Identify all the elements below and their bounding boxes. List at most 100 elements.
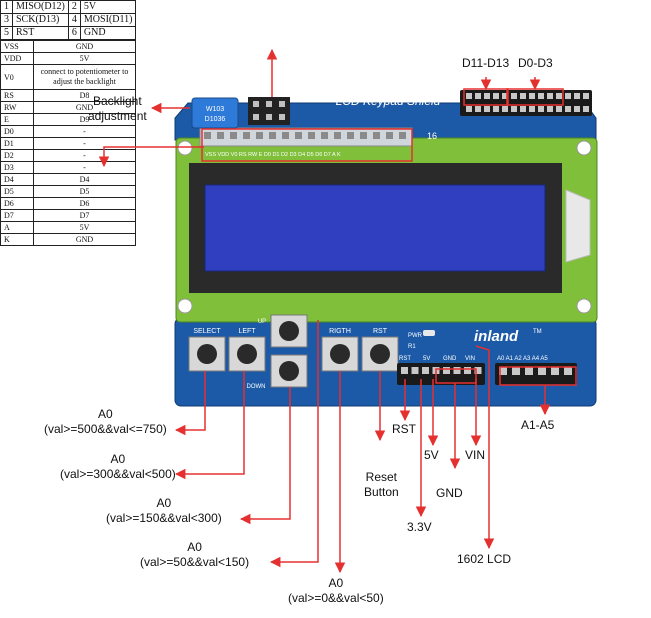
header-pin [412, 367, 419, 374]
header-pin [564, 367, 572, 375]
select-label: SELECT [193, 328, 221, 335]
header-pin [321, 132, 328, 139]
label-line: (val>=50&&val<150) [140, 555, 249, 570]
3v3-label: 3.3V [407, 520, 432, 535]
digital-headers [460, 90, 592, 116]
header-pin [583, 93, 589, 99]
header-pin [443, 367, 450, 374]
header-pin [565, 93, 571, 99]
analog-labels: A0 A1 A2 A3 A4 A5 [497, 356, 548, 362]
header-pin [525, 367, 533, 375]
header-pin [373, 132, 380, 139]
header-pin [466, 93, 472, 99]
header-pin [464, 367, 471, 374]
rst-label: RST [373, 328, 388, 335]
header-pin [538, 93, 544, 99]
header-pin [538, 367, 546, 375]
r1-label: R1 [408, 344, 416, 350]
hdr-vin-label: VIN [465, 356, 475, 362]
header-pin [243, 132, 250, 139]
a0-left-label: A0 (val>=300&&val<500) [60, 452, 176, 482]
pwr-led [423, 330, 435, 336]
mount-hole [178, 141, 192, 155]
mount-hole [577, 141, 591, 155]
reset-button-label: Reset Button [364, 470, 399, 500]
label-line: A0 [44, 407, 167, 422]
header-pin [538, 106, 544, 112]
pin16-label: 16 [427, 131, 437, 141]
header-pin [565, 106, 571, 112]
pot-marking: W103 [206, 106, 224, 113]
select-button[interactable] [189, 337, 225, 371]
label-line: (val>=300&&val<500) [60, 467, 176, 482]
1602-lcd-label: 1602 LCD [457, 552, 511, 567]
lcd-pin-labels: VSS VDD V0 RS RW E D0 D1 D2 D3 D4 D5 D6 … [205, 152, 341, 158]
reset-button[interactable] [362, 337, 398, 371]
label-line: (val>=500&&val<=750) [44, 422, 167, 437]
header-pin [475, 106, 481, 112]
lcd-screen [205, 185, 545, 271]
header-pin [217, 132, 224, 139]
gnd-label: GND [436, 486, 463, 501]
board-title: LCD Keypad Shield [336, 94, 441, 108]
header-pin [230, 132, 237, 139]
icsp-header [248, 97, 290, 125]
a0-down-label: A0 (val>=150&&val<300) [106, 496, 222, 526]
label-line: Reset [364, 470, 399, 485]
hdr-5v-label: 5V [423, 356, 430, 362]
up-button[interactable] [271, 315, 307, 347]
header-pin [484, 106, 490, 112]
header-pin [529, 106, 535, 112]
header-pin [308, 132, 315, 139]
header-pin [334, 132, 341, 139]
down-label: DOWN [247, 384, 266, 390]
trademark: TM [533, 329, 542, 335]
header-pin [360, 132, 367, 139]
backlight-label: Backlight adjustment [88, 94, 147, 124]
header-pin [401, 367, 408, 374]
d11-d13-label: D11-D13 [462, 56, 509, 71]
label-line: A0 [288, 576, 384, 591]
header-pin [295, 132, 302, 139]
label-line: A0 [140, 540, 249, 555]
pot-marking: D1036 [205, 116, 226, 123]
down-button[interactable] [271, 355, 307, 387]
vin-label: VIN [465, 448, 485, 463]
header-pin [556, 93, 562, 99]
a0-up-label: A0 (val>=50&&val<150) [140, 540, 249, 570]
a0-select-label: A0 (val>=500&&val<=750) [44, 407, 167, 437]
header-pin [422, 367, 429, 374]
potentiometer: W103 D1036 [192, 98, 238, 128]
header-pin [282, 132, 289, 139]
arrow-down [241, 387, 290, 519]
header-pin [547, 106, 553, 112]
d0-d3-label: D0-D3 [518, 56, 553, 71]
hdr-gnd-label: GND [443, 356, 457, 362]
header-pin [493, 106, 499, 112]
header-pin [502, 106, 508, 112]
header-pin [269, 132, 276, 139]
5v-label: 5V [424, 448, 439, 463]
left-label: LEFT [238, 328, 256, 335]
header-pin [556, 106, 562, 112]
header-pin [386, 132, 393, 139]
label-line: A0 [106, 496, 222, 511]
up-label: UP [258, 319, 266, 325]
header-pin [547, 93, 553, 99]
label-line: Button [364, 485, 399, 500]
hdr-rst-label: RST [399, 356, 411, 362]
header-pin [484, 93, 490, 99]
lcd-module [176, 138, 597, 322]
header-pin [520, 93, 526, 99]
lcd-pin-header [200, 128, 412, 146]
header-pin [551, 367, 559, 375]
label-line: (val>=150&&val<300) [106, 511, 222, 526]
a1-a5-label: A1-A5 [521, 418, 554, 433]
header-pin [511, 106, 517, 112]
header-pin [583, 106, 589, 112]
left-button[interactable] [229, 337, 265, 371]
right-button[interactable] [322, 337, 358, 371]
label-line: adjustment [88, 109, 147, 124]
label-line: A0 [60, 452, 176, 467]
